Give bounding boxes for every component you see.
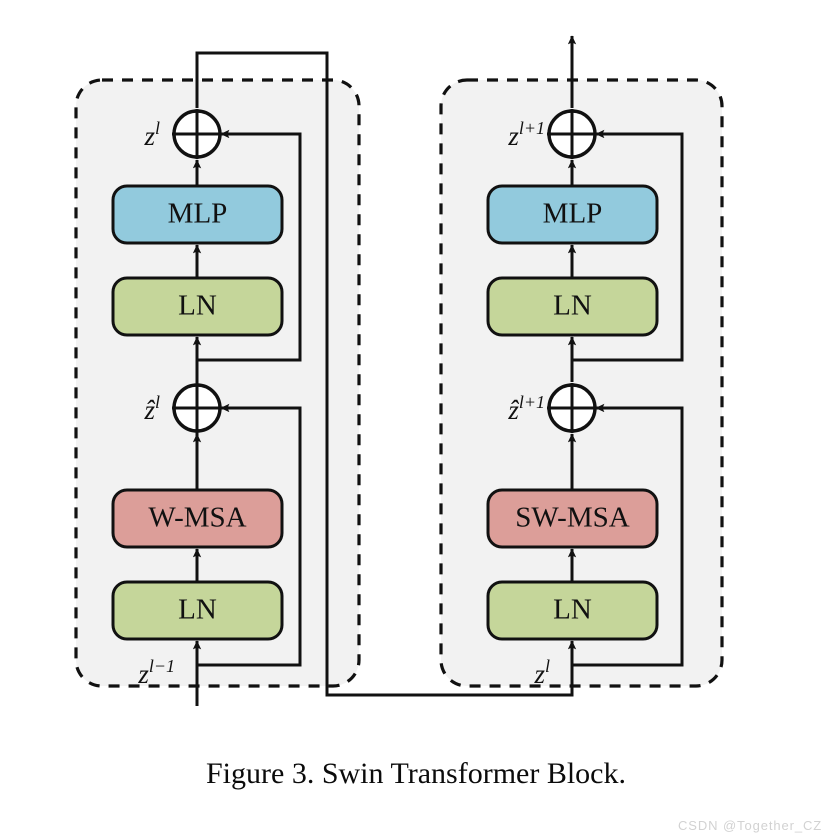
right-mid-label: ẑl+1: [507, 392, 545, 425]
right-mlp-box[interactable]: MLP: [486, 184, 659, 245]
left-wmsa-box[interactable]: W-MSA: [111, 488, 284, 549]
left-residual-2-wire: [197, 129, 302, 362]
right-adder-mlp: [547, 109, 597, 159]
right-ln2-box[interactable]: LN: [486, 276, 659, 337]
left-ln1-box[interactable]: LN: [111, 580, 284, 641]
left-input-label: zl−1: [137, 656, 175, 689]
left-ln1-label: LN: [178, 594, 217, 626]
right-output-label: zl+1: [507, 118, 545, 151]
left-ln2-label: LN: [178, 290, 217, 322]
left-wmsa-label: W-MSA: [148, 502, 246, 534]
right-adder-attn: [547, 383, 597, 433]
watermark: CSDN @Together_CZ: [678, 818, 823, 833]
left-block-output-bus: [195, 51, 577, 697]
right-input-label: zl: [533, 656, 550, 689]
right-mlp-label: MLP: [543, 198, 603, 230]
right-swmsa-box[interactable]: SW-MSA: [486, 488, 659, 549]
right-swmsa-label: SW-MSA: [515, 502, 629, 534]
left-mid-label: ẑl: [143, 392, 160, 425]
figure-caption: Figure 3. Swin Transformer Block.: [206, 757, 626, 790]
left-adder-attn: [172, 382, 222, 434]
right-residual-1-wire: [572, 403, 684, 667]
left-residual-1-wire: [197, 403, 302, 667]
right-ln2-label: LN: [553, 290, 592, 322]
right-residual-2-wire: [572, 129, 684, 362]
left-mlp-box[interactable]: MLP: [111, 184, 284, 245]
right-ln1-label: LN: [553, 594, 592, 626]
left-ln2-box[interactable]: LN: [111, 276, 284, 337]
left-mlp-label: MLP: [168, 198, 228, 230]
left-adder-mlp: [172, 109, 222, 159]
left-output-label: zl: [143, 118, 160, 151]
right-ln1-box[interactable]: LN: [486, 580, 659, 641]
